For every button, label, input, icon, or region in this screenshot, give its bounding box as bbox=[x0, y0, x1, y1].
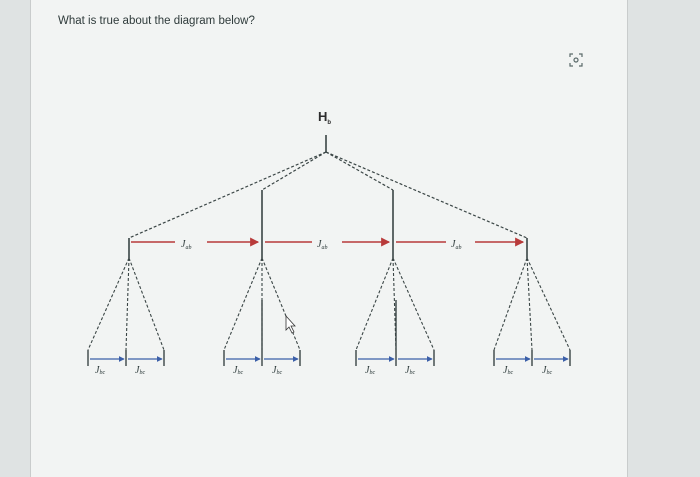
first-splitting-lines bbox=[128, 151, 528, 239]
jbc-label-7: Jbc bbox=[503, 365, 513, 376]
jab-label-3: Jab bbox=[451, 239, 461, 251]
jab-label-1: Jab bbox=[181, 239, 191, 251]
scan-image-icon bbox=[569, 53, 583, 67]
jbc-label-5: Jbc bbox=[365, 365, 375, 376]
mouse-cursor-icon bbox=[285, 314, 296, 334]
jbc-label-8: Jbc bbox=[542, 365, 552, 376]
leaf-lines bbox=[87, 300, 571, 366]
jab-label-2: Jab bbox=[317, 239, 327, 251]
jbc-label-6: Jbc bbox=[405, 365, 415, 376]
scan-image-button[interactable] bbox=[566, 50, 586, 70]
jbc-label-4: Jbc bbox=[272, 365, 282, 376]
jbc-label-1: Jbc bbox=[95, 365, 105, 376]
question-text: What is true about the diagram below? bbox=[58, 15, 255, 27]
jbc-label-3: Jbc bbox=[233, 365, 243, 376]
jbc-label-2: Jbc bbox=[135, 365, 145, 376]
top-label-h: Hb bbox=[318, 109, 331, 126]
second-splitting-lines bbox=[87, 257, 571, 351]
